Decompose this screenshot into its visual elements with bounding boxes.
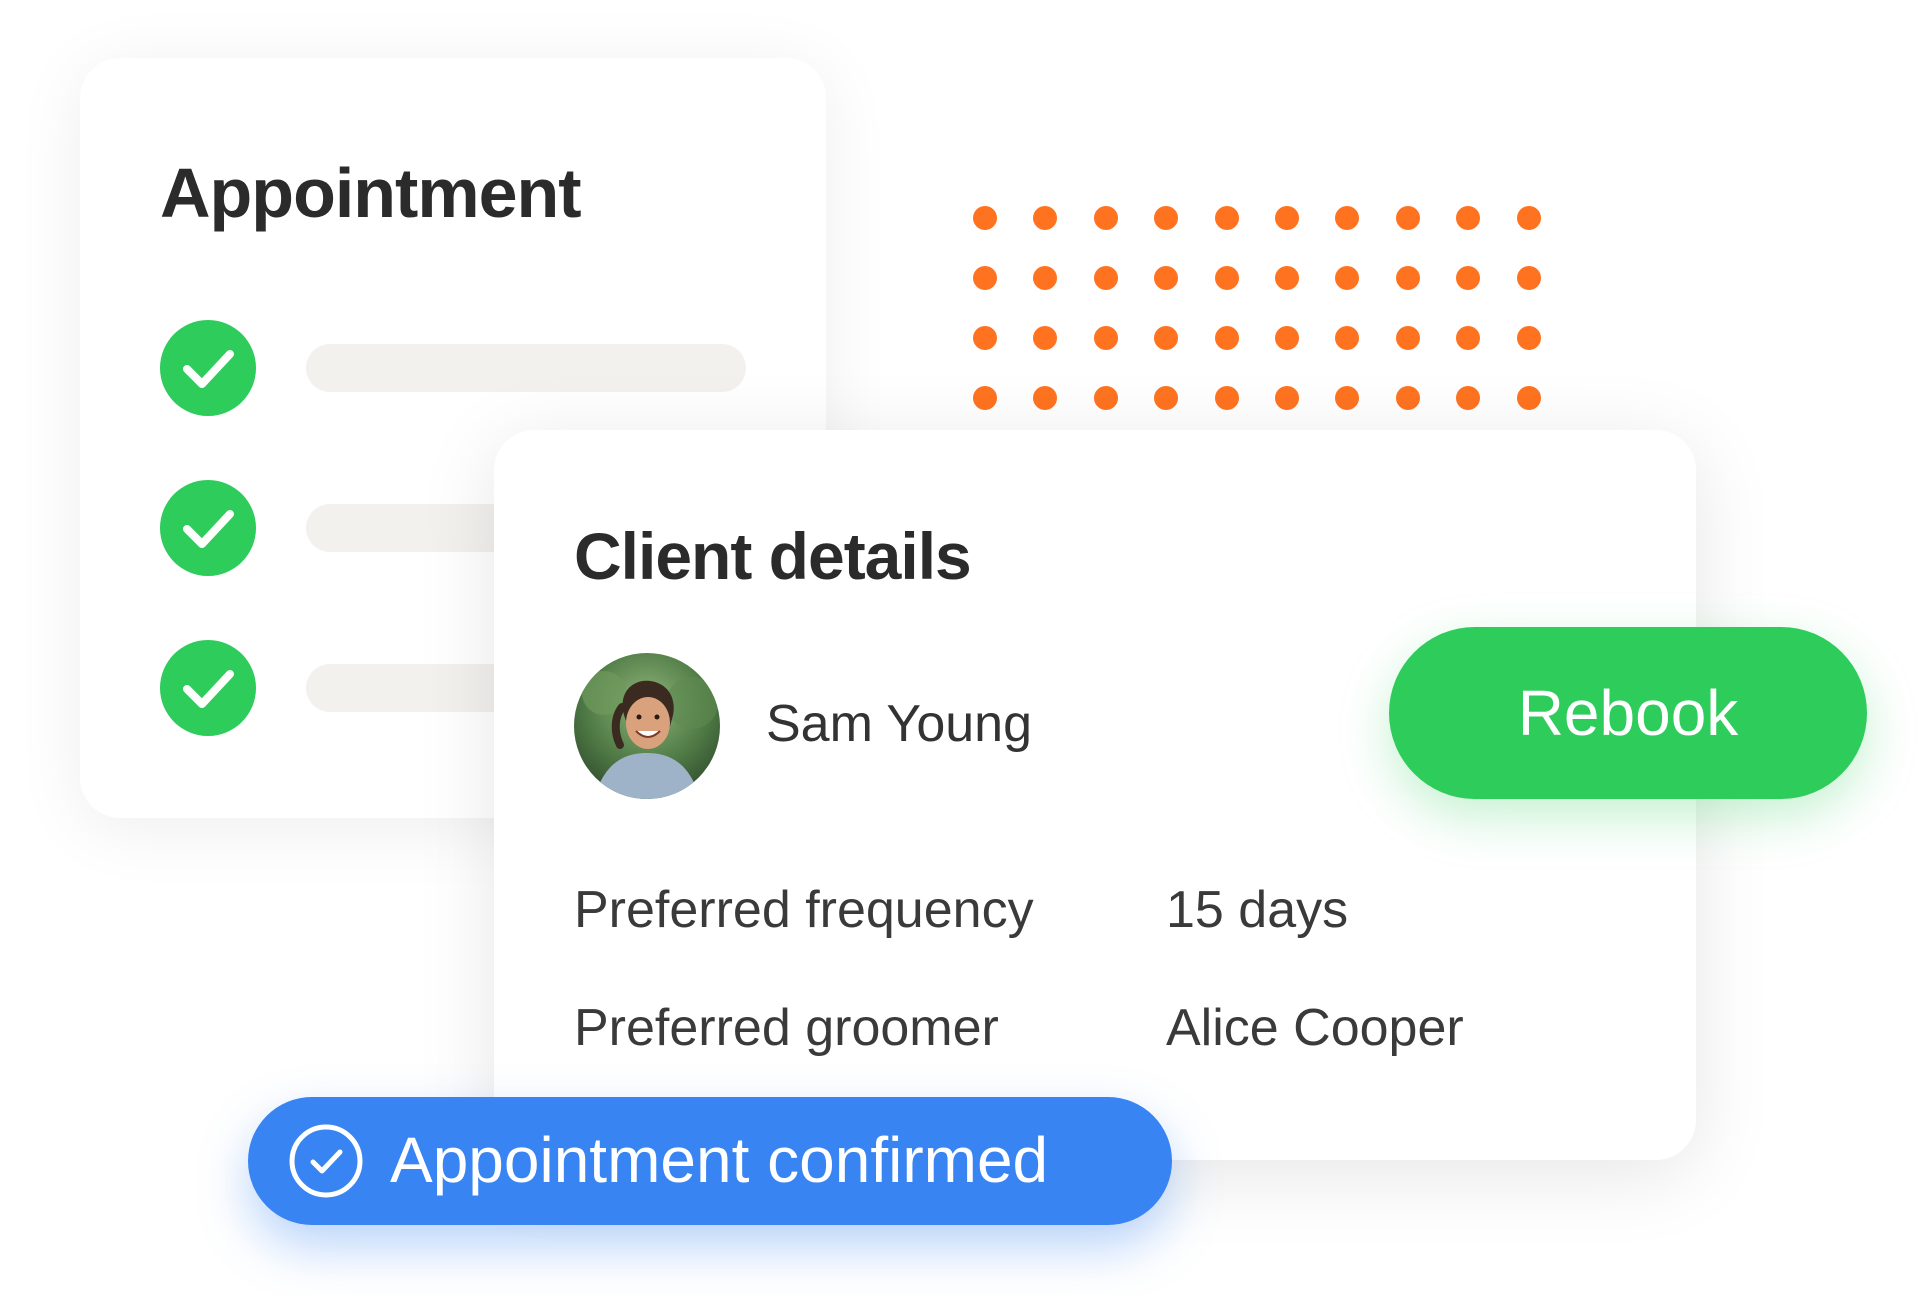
decorative-dot [1154, 326, 1179, 350]
appointment-title: Appointment [160, 154, 582, 232]
decorative-dot [1395, 386, 1420, 410]
decorative-dot [1214, 326, 1239, 350]
decorative-dot [1395, 326, 1420, 350]
detail-value-frequency: 15 days [1166, 881, 1349, 939]
decorative-dot [1335, 326, 1360, 350]
decorative-dot [973, 386, 997, 410]
decorative-dot [1214, 206, 1239, 230]
rebook-button[interactable]: Rebook [1389, 627, 1867, 799]
decorative-dot [1516, 386, 1541, 410]
decorative-dot [1395, 266, 1420, 290]
decorative-dot [1274, 386, 1299, 410]
decorative-dot [1033, 326, 1058, 350]
decorative-dot [1516, 266, 1541, 290]
client-name: Sam Young [766, 695, 1033, 753]
decorative-dot [1335, 386, 1360, 410]
decorative-dot [1093, 206, 1118, 230]
decorative-dot [1395, 206, 1420, 230]
decorative-dot [1335, 266, 1360, 290]
decorative-dot [1456, 266, 1481, 290]
check-icon [160, 480, 256, 576]
check-icon [160, 640, 256, 736]
detail-value-groomer: Alice Cooper [1166, 999, 1464, 1057]
decorative-dot [1093, 266, 1118, 290]
decorative-dot [1516, 326, 1541, 350]
decorative-dot [1335, 206, 1360, 230]
decorative-dot [1154, 386, 1179, 410]
decorative-dot [1033, 386, 1058, 410]
decorative-dot [1093, 386, 1118, 410]
checklist-item [160, 320, 780, 416]
decorative-dot [1214, 266, 1239, 290]
decorative-dot [973, 266, 997, 290]
decorative-dot [1274, 206, 1299, 230]
decorative-dot [1516, 206, 1541, 230]
decorative-dot [1456, 206, 1481, 230]
decorative-dot [1214, 386, 1239, 410]
decorative-dot [1456, 326, 1481, 350]
decorative-dot-grid [973, 206, 1545, 412]
decorative-dot [1154, 266, 1179, 290]
avatar [574, 653, 720, 799]
decorative-dot [1033, 266, 1058, 290]
decorative-dot [1154, 206, 1179, 230]
toast-message: Appointment confirmed [390, 1124, 1049, 1196]
decorative-dot [1456, 386, 1481, 410]
appointment-confirmed-toast: Appointment confirmed [248, 1097, 1172, 1225]
decorative-dot [1274, 266, 1299, 290]
client-details-title: Client details [574, 519, 972, 593]
decorative-dot [973, 326, 997, 350]
decorative-dot [1033, 206, 1058, 230]
check-circle-icon [289, 1124, 363, 1198]
decorative-dot [1274, 326, 1299, 350]
checklist-placeholder-bar [306, 344, 746, 392]
detail-label-frequency: Preferred frequency [574, 881, 1034, 939]
check-icon [160, 320, 256, 416]
decorative-dot [1093, 326, 1118, 350]
decorative-dot [973, 206, 997, 230]
detail-label-groomer: Preferred groomer [574, 999, 999, 1057]
